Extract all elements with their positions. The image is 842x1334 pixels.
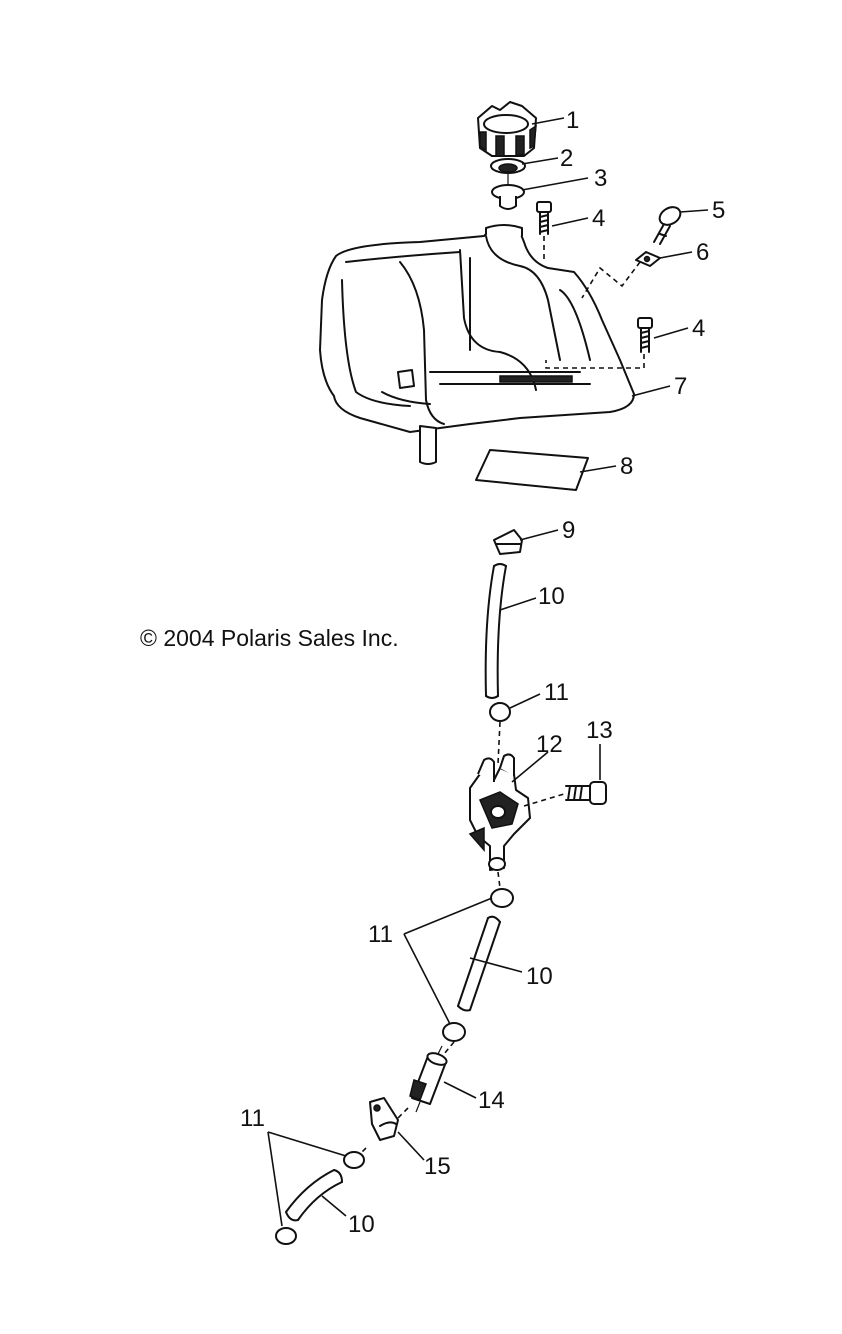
callout-3: 3 [594,165,607,192]
callout-14: 14 [478,1087,505,1114]
vent-valve [491,174,525,210]
callout-6: 6 [696,239,709,266]
mounting-clip [635,251,661,267]
hose-clamp-top [493,529,523,555]
callout-10-top: 10 [538,583,565,610]
fuel-hose-bottom [285,1169,343,1222]
callout-4-upper: 4 [592,205,605,232]
clamp-ring-middle-lower [442,1022,466,1042]
callout-labels: 1 2 3 4 5 6 4 7 8 9 10 11 12 13 11 10 14… [240,107,725,1238]
fuel-hose-middle [457,915,501,1012]
copyright-notice: © 2004 Polaris Sales Inc. [140,625,399,651]
clamp-ring-top [489,702,511,722]
callout-1: 1 [566,107,579,134]
callout-11-middle: 11 [368,921,393,948]
callout-13: 13 [586,717,613,744]
callout-10-bottom: 10 [348,1211,375,1238]
cap-gasket [490,158,526,174]
bolt-upper [536,201,552,235]
assembly-lines [359,236,645,1155]
fuel-cap [477,101,537,157]
callout-15: 15 [424,1153,451,1180]
fuel-filter [409,1045,448,1113]
fuel-hose-top [484,563,507,699]
callout-2: 2 [560,145,573,172]
clamp-ring-middle-upper [490,888,514,908]
callout-8: 8 [620,453,633,480]
bolt-lower [637,317,653,353]
callout-9: 9 [562,517,575,544]
callout-10-middle: 10 [526,963,553,990]
screw [653,206,682,245]
callout-7: 7 [674,373,687,400]
clamp-ring-bottom-lower [275,1227,297,1245]
hose-clip [369,1097,399,1141]
fuel-tank [319,224,635,465]
callout-5: 5 [712,197,725,224]
valve-bolt [565,781,607,805]
callout-4-lower: 4 [692,315,705,342]
callout-12: 12 [536,731,563,758]
fuel-valve [468,753,531,871]
tank-decal [475,449,589,491]
clamp-ring-bottom-upper [343,1151,365,1169]
callout-11-top: 11 [544,679,569,706]
callout-11-bottom: 11 [240,1105,265,1132]
leader-lines [267,117,709,1227]
